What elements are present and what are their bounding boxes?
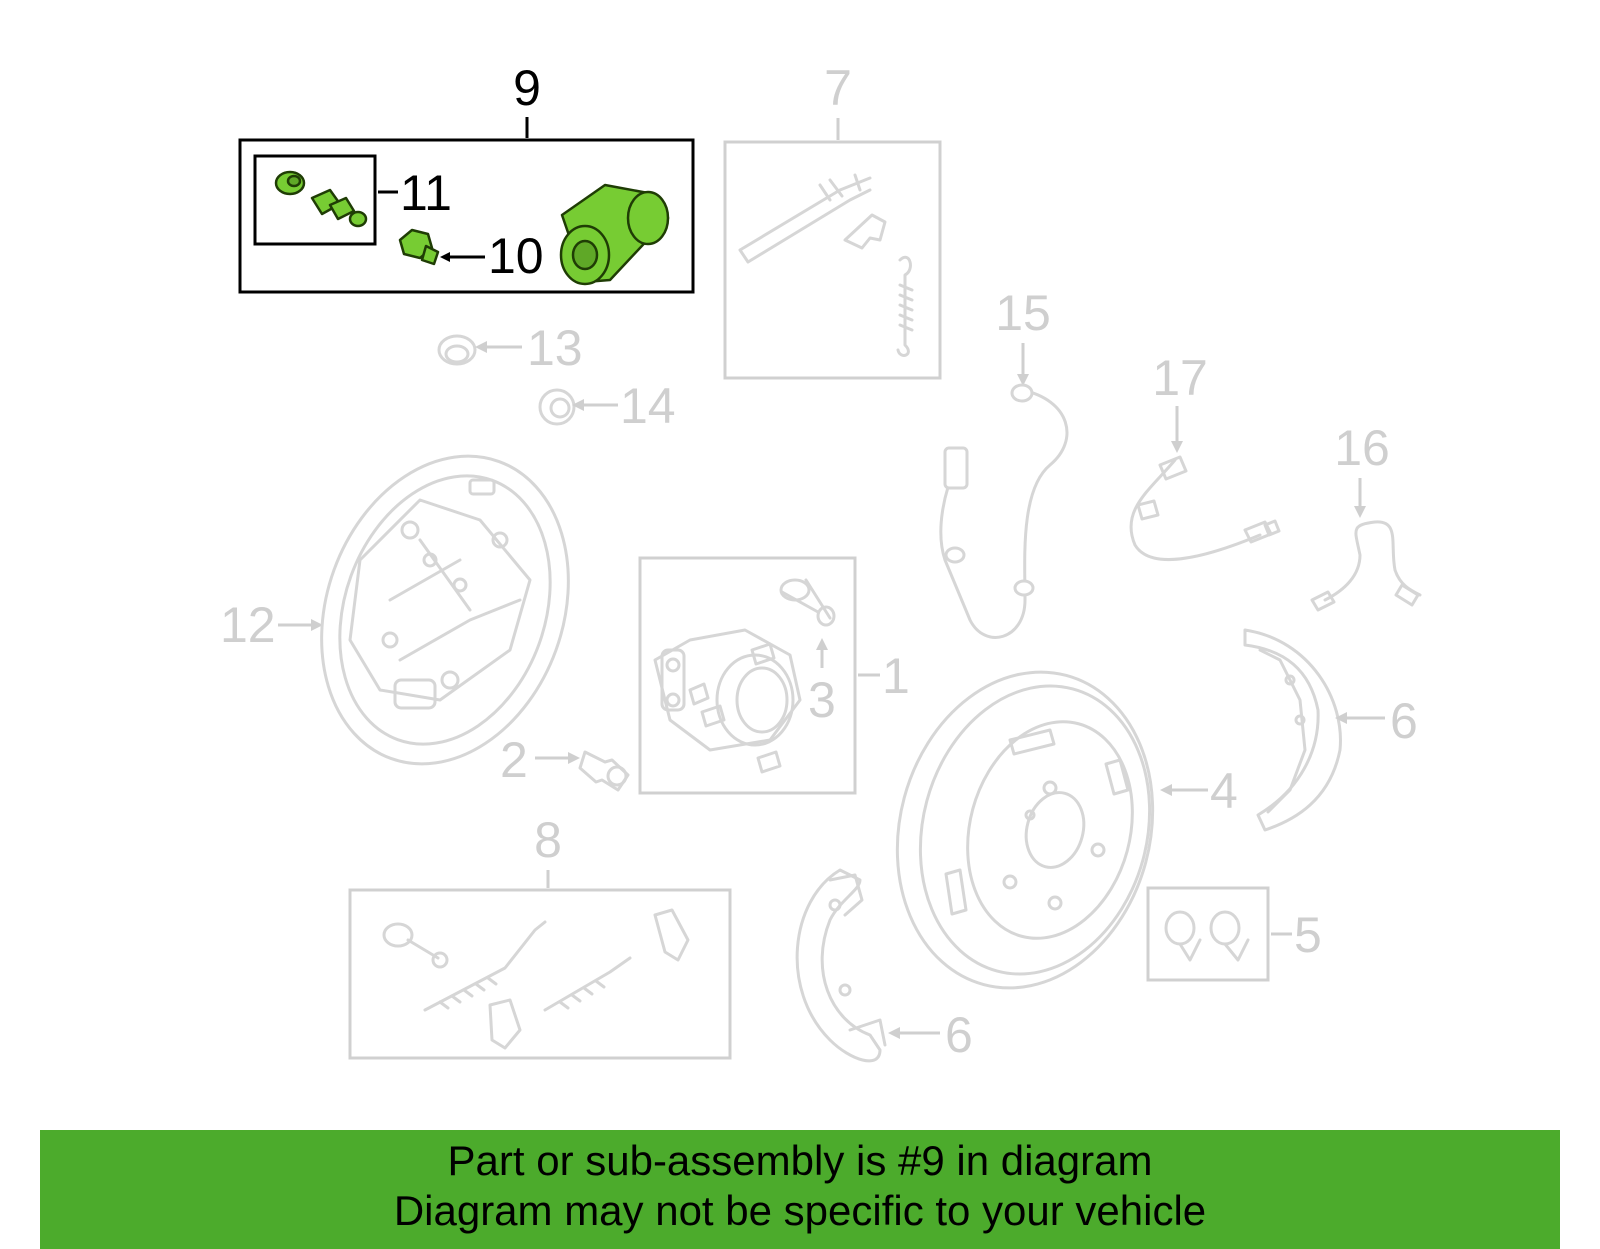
part-17[interactable]: 17 <box>1129 350 1281 561</box>
adjuster-spring <box>896 255 912 357</box>
brake-hose <box>1129 458 1262 561</box>
callout-9: 9 <box>513 60 541 116</box>
part-group-8[interactable]: 8 <box>348 812 732 1060</box>
kit-box-11 <box>253 154 377 246</box>
part-group-7[interactable]: 7 <box>723 60 942 380</box>
hold-down-pin <box>406 938 440 960</box>
spring-coils <box>898 283 914 332</box>
brake-line <box>1323 520 1422 602</box>
part-6-lower[interactable]: 6 <box>795 868 973 1063</box>
callout-17: 17 <box>1152 350 1208 406</box>
plate-inner <box>348 498 532 702</box>
part-12[interactable]: 12 <box>220 421 610 799</box>
sensor-cable <box>939 388 1069 639</box>
callout-14: 14 <box>620 378 676 434</box>
kit-box-8 <box>348 888 732 1060</box>
wheel-cylinder-part[interactable] <box>559 183 670 286</box>
callout-13: 13 <box>527 320 583 376</box>
part-16[interactable]: 16 <box>1310 420 1422 612</box>
parts-diagram: 9 11 10 7 <box>220 60 1422 1063</box>
callout-3: 3 <box>808 672 836 728</box>
kit-box-5 <box>1146 886 1270 982</box>
callout-7: 7 <box>824 60 852 116</box>
brake-shoe <box>795 868 882 1063</box>
callout-5: 5 <box>1294 907 1322 963</box>
brake-drum <box>895 670 1155 990</box>
kit-box-7 <box>723 140 942 380</box>
hub-flange <box>653 628 802 752</box>
callout-8: 8 <box>534 812 562 868</box>
adjuster-rod-detail <box>818 173 862 202</box>
part-4[interactable]: 4 <box>863 643 1238 1017</box>
adjuster-lever <box>843 213 887 250</box>
callout-4: 4 <box>1210 763 1238 819</box>
backing-plate <box>320 454 570 766</box>
callout-6b: 6 <box>945 1007 973 1063</box>
part-group-5[interactable]: 5 <box>1146 886 1322 982</box>
callout-1: 1 <box>882 648 910 704</box>
part-14[interactable]: 14 <box>538 378 676 434</box>
clip-upper <box>653 908 690 962</box>
info-banner: Part or sub-assembly is #9 in diagram Di… <box>40 1130 1560 1249</box>
callout-10: 10 <box>488 228 544 284</box>
arrow-head <box>440 252 450 262</box>
part-group-9[interactable]: 9 11 10 <box>238 60 695 294</box>
brake-shoe <box>1243 628 1342 832</box>
part-15[interactable]: 15 <box>939 285 1069 639</box>
callout-11: 11 <box>400 165 452 221</box>
info-line-2: Diagram may not be specific to your vehi… <box>393 1187 1207 1234</box>
part-2[interactable]: 2 <box>500 732 630 792</box>
part-13[interactable]: 13 <box>437 320 583 376</box>
callout-15: 15 <box>995 285 1051 341</box>
callout-6a: 6 <box>1390 693 1418 749</box>
bleeder-screw-part[interactable] <box>310 188 368 228</box>
spring-lower <box>543 956 632 1012</box>
kit-box-9 <box>238 138 695 294</box>
stud-part-3[interactable] <box>779 578 836 627</box>
clip-lower <box>488 998 522 1050</box>
part-group-1[interactable]: 1 3 <box>638 556 910 795</box>
part-6-upper[interactable]: 6 <box>1243 628 1418 832</box>
info-line-1: Part or sub-assembly is #9 in diagram <box>447 1137 1153 1184</box>
callout-2: 2 <box>500 732 528 788</box>
kit-box-1 <box>638 556 857 795</box>
callout-16: 16 <box>1334 420 1390 476</box>
bolt-part-10[interactable] <box>398 228 440 266</box>
callout-12: 12 <box>220 597 276 653</box>
adjuster-rod <box>738 176 872 264</box>
bleeder-cap-part[interactable] <box>274 170 306 196</box>
